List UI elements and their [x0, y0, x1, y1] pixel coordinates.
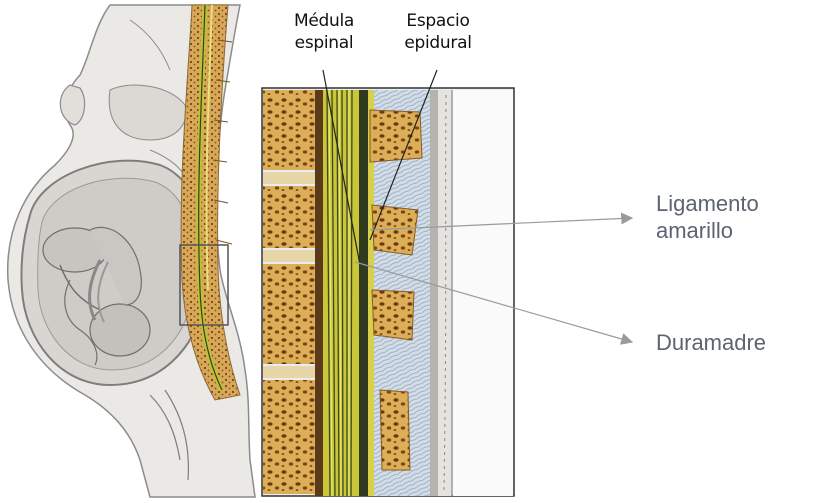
label-medula-line2: espinal — [278, 32, 370, 54]
label-duramadre-line1: Duramadre — [656, 329, 766, 356]
label-medula-line1: Médula — [278, 10, 370, 32]
breast — [60, 85, 84, 125]
vertebral-bodies — [263, 90, 315, 494]
label-ligamento-line1: Ligamento — [656, 190, 759, 217]
spinal-cord — [323, 90, 359, 496]
dura-membrane — [359, 90, 368, 496]
label-duramadre: Duramadre — [656, 329, 766, 356]
label-espacio-line2: epidural — [392, 32, 484, 54]
pregnant-figure-illustration — [8, 5, 255, 497]
label-espacio-epidural: Espacio epidural — [392, 10, 484, 54]
label-ligamento-amarillo: Ligamento amarillo — [656, 190, 759, 244]
label-ligamento-line2: amarillo — [656, 217, 759, 244]
label-medula-espinal: Médula espinal — [278, 10, 370, 54]
enlarged-spine-panel — [262, 88, 514, 496]
label-espacio-line1: Espacio — [392, 10, 484, 32]
